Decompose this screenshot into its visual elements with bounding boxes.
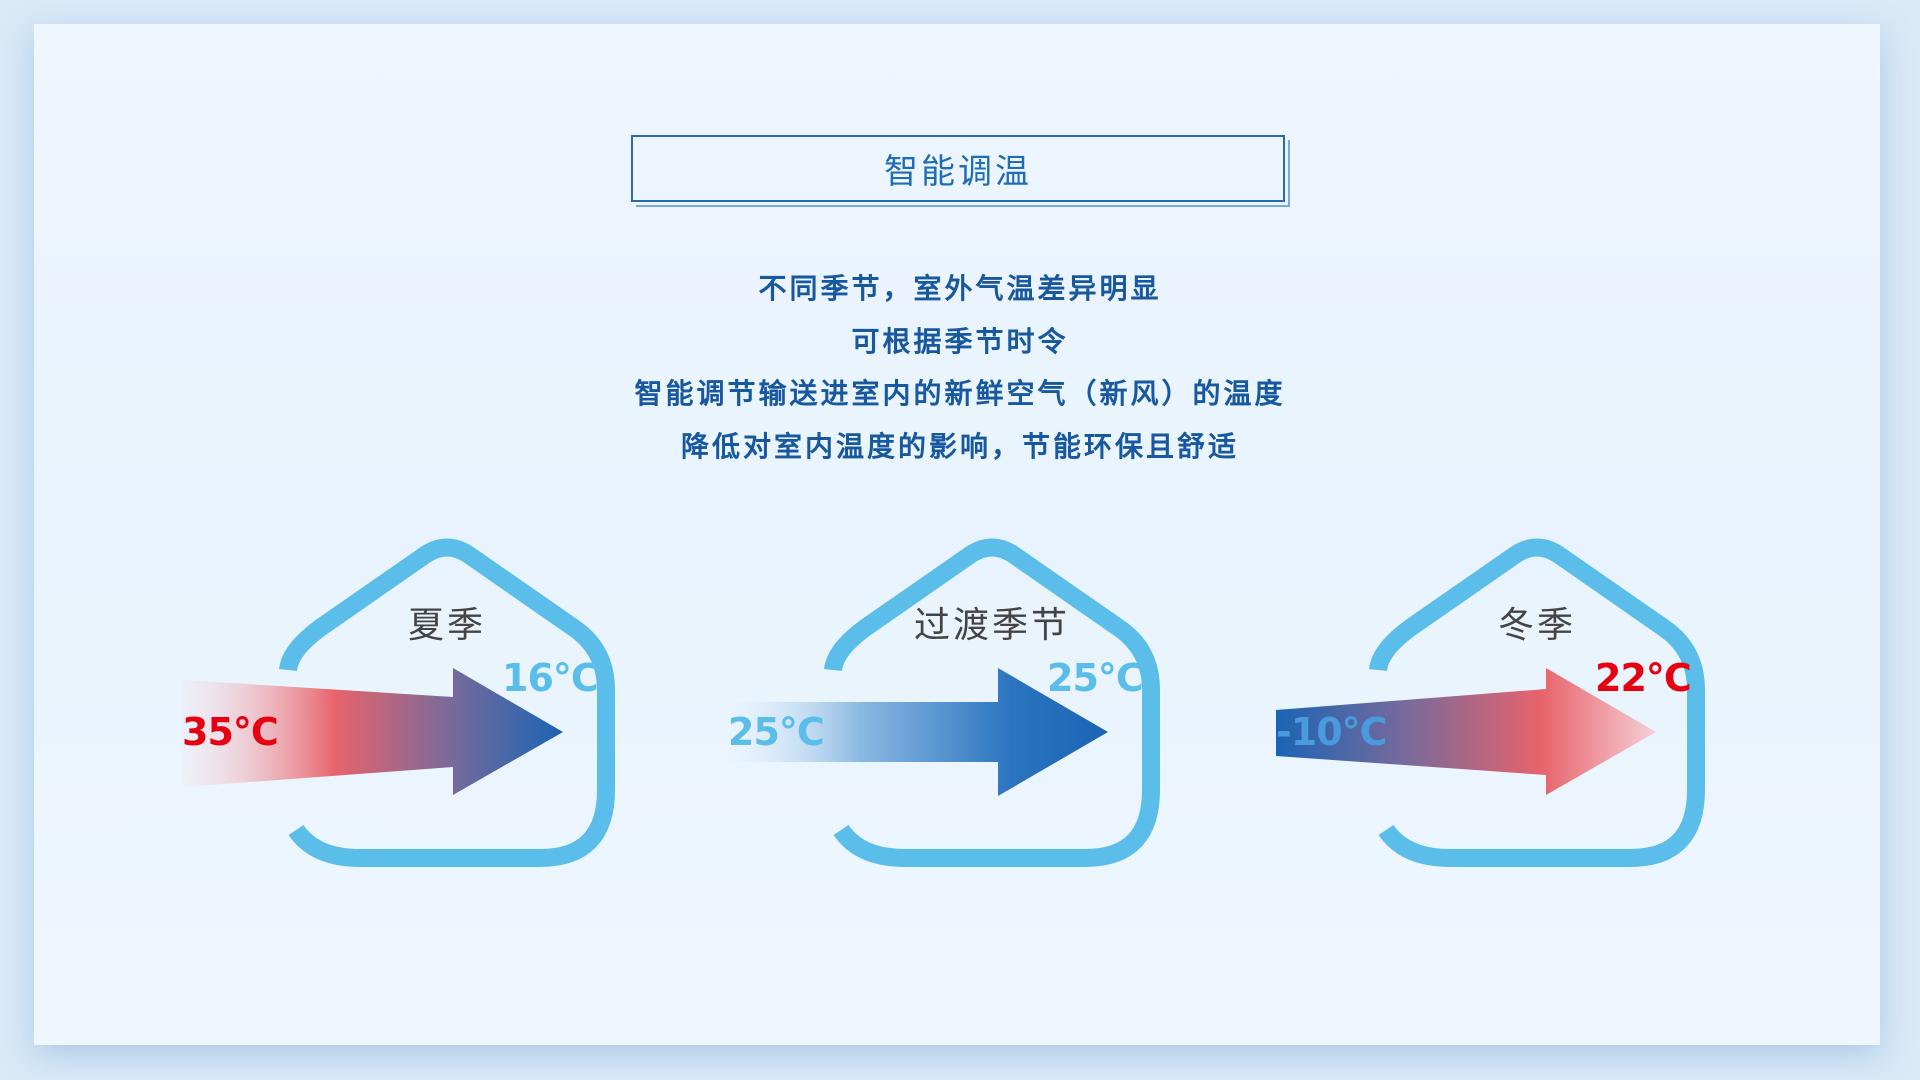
indoor-temp: 25°C (1047, 656, 1144, 700)
description: 不同季节，室外气温差异明显 可根据季节时令 智能调节输送进室内的新鲜空气（新风）… (0, 263, 1920, 473)
description-line: 不同季节，室外气温差异明显 (758, 272, 1162, 305)
house-outline (279, 538, 615, 867)
outdoor-temp: 25°C (728, 710, 825, 754)
slide-card (34, 24, 1880, 1045)
season-name: 过渡季节 (913, 605, 1071, 646)
outdoor-temp: -10°C (1276, 710, 1388, 754)
summer-airflow-arrow (183, 668, 563, 795)
season-name: 冬季 (1497, 605, 1577, 646)
indoor-temp: 22°C (1595, 656, 1692, 700)
description-line: 智能调节输送进室内的新鲜空气（新风）的温度 (634, 377, 1286, 410)
outdoor-temp: 35°C (182, 710, 279, 754)
description-line: 降低对室内温度的影响，节能环保且舒适 (680, 429, 1239, 463)
house-outline (1369, 538, 1705, 867)
indoor-temp: 16°C (502, 656, 599, 700)
transition-airflow-arrow (728, 668, 1108, 796)
season-name: 夏季 (407, 605, 487, 646)
description-line: 可根据季节时令 (851, 324, 1069, 358)
house-outline (824, 538, 1160, 867)
winter-airflow-arrow (1276, 668, 1656, 795)
title-box: 智能调温 (631, 135, 1285, 202)
page-title: 智能调温 (884, 152, 1032, 192)
